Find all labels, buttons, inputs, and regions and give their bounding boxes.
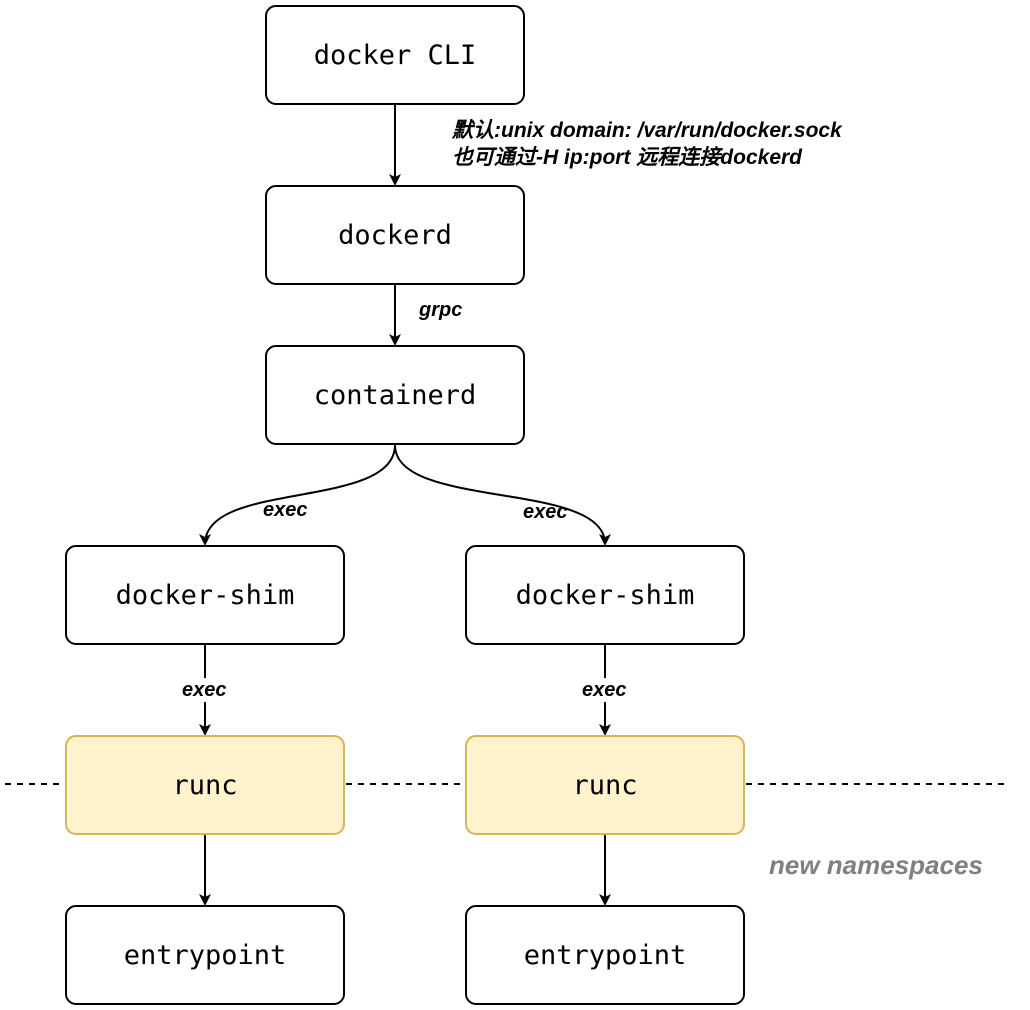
edge-label-exec-containerd-left: exec [263, 499, 308, 521]
node-docker-shim-left[interactable]: docker-shim [65, 545, 345, 645]
edge-label-exec-shim-right: exec [581, 678, 628, 702]
edge-label-exec-shim-left: exec [181, 678, 228, 702]
edge-containerd-to-shim-left [199, 444, 396, 546]
node-docker-cli[interactable]: docker CLI [265, 5, 525, 105]
node-runc-right[interactable]: runc [465, 735, 745, 835]
node-runc-left[interactable]: runc [65, 735, 345, 835]
edge-containerd-to-shim-right [394, 444, 611, 546]
namespace-label: new namespaces [769, 850, 983, 880]
node-dockerd[interactable]: dockerd [265, 185, 525, 285]
edge-label-grpc: grpc [419, 299, 463, 321]
edge-label-exec-containerd-right: exec [523, 501, 568, 523]
node-entrypoint-left[interactable]: entrypoint [65, 905, 345, 1005]
node-entrypoint-right[interactable]: entrypoint [465, 905, 745, 1005]
connection-note-line1: 默认:unix domain: /var/run/docker.sock [452, 119, 842, 142]
connection-note-line2: 也可通过-H ip:port 远程连接dockerd [452, 146, 802, 170]
node-containerd[interactable]: containerd [265, 345, 525, 445]
connection-note: 默认:unix domain: /var/run/docker.sock 也可通… [452, 117, 842, 172]
node-docker-shim-right[interactable]: docker-shim [465, 545, 745, 645]
